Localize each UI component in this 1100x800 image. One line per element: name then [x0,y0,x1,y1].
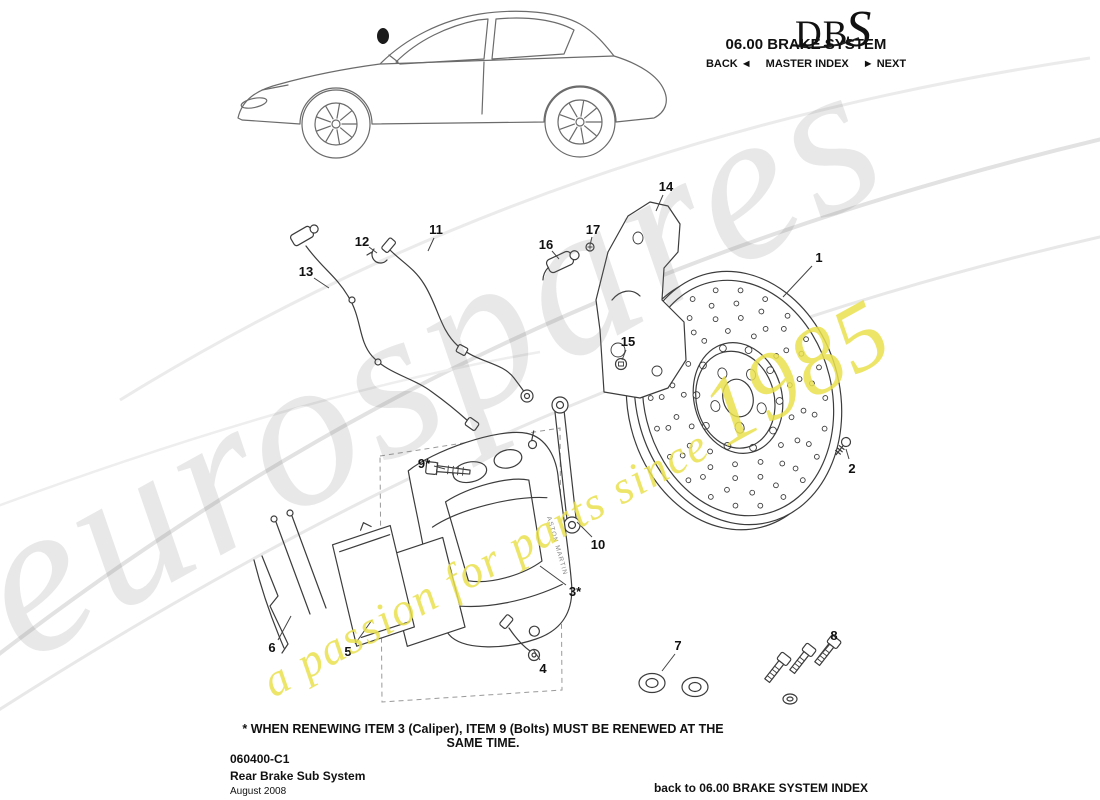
brake-hose-lower [499,614,541,662]
disc-screw [835,436,852,456]
callout-15: 15 [621,334,635,349]
document-code: 060400-C1 [230,752,290,766]
car-grille [240,97,268,109]
document-date: August 2008 [230,786,287,797]
document-title: Rear Brake Sub System [230,769,366,783]
callout-13: 13 [299,264,313,279]
leader-lines [277,194,850,672]
nav-master-index-link[interactable]: MASTER INDEX [765,58,849,70]
callout-11: 11 [429,222,443,237]
bracket-bolt [614,357,628,371]
brake-hose-upper [381,237,534,403]
car-front-wheel [301,89,371,159]
callout-3: 3* [569,584,582,599]
callout-2: 2 [848,461,855,476]
callout-1: 1 [815,250,822,265]
section-title: 06.00 BRAKE SYSTEM [725,36,887,53]
callout-16: 16 [539,237,553,252]
callout-7: 7 [674,638,681,653]
nav-next-link[interactable]: ► NEXT [862,58,907,70]
brake-system-index-link[interactable]: back to 06.00 BRAKE SYSTEM INDEX [653,781,868,795]
hose-clip [366,248,388,264]
renewal-footnote: * WHEN RENEWING ITEM 3 (Caliper), ITEM 9… [242,722,724,750]
car-illustration [237,10,667,159]
logo-s-text: S [845,1,872,58]
caliper-bolt [425,461,471,476]
car-rear-wheel [544,86,616,158]
callout-8: 8 [830,628,837,643]
callout-labels: 1 2 3* 4 5 6 7 8 9* 10 11 12 13 14 15 16… [268,179,855,676]
callout-17: 17 [586,222,600,237]
callout-12: 12 [355,234,369,249]
callout-5: 5 [344,644,351,659]
callout-4: 4 [539,661,547,676]
callout-9: 9* [418,456,431,471]
callout-14: 14 [659,179,674,194]
callout-10: 10 [591,537,605,552]
nav-back-link[interactable]: BACK ◄ [705,58,752,70]
caliper-link [551,396,581,534]
breadcrumb-nav: BACK ◄ MASTER INDEX ► NEXT [700,58,912,70]
callout-6: 6 [268,640,275,655]
anchor-bracket [595,201,687,399]
logo-swash-stroke [792,37,860,49]
location-marker-dot [377,28,389,44]
dbs-logo: DBS [792,0,872,59]
sensor-cable [289,224,480,431]
sealing-washers [638,672,709,698]
brake-pads [331,522,466,647]
pad-pins-and-spring [253,509,327,654]
bolt-kit [764,634,842,705]
abs-sensor [542,250,580,281]
